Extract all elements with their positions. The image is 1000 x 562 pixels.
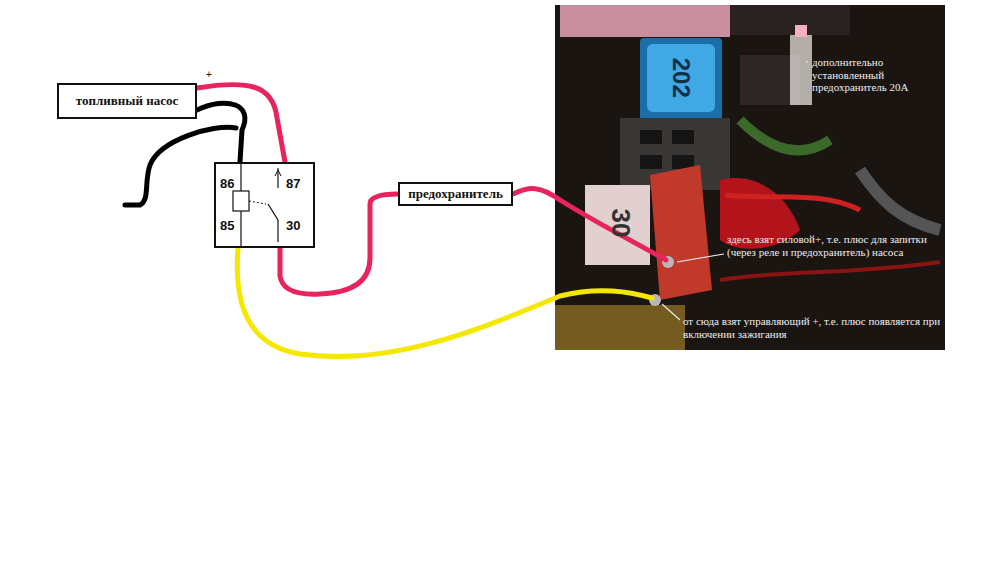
green-wire bbox=[740, 120, 830, 150]
relay-symbol-part bbox=[275, 170, 281, 176]
ground-wire bbox=[197, 103, 245, 162]
pin-label: 85 bbox=[220, 218, 234, 233]
socket-slot bbox=[640, 130, 662, 144]
fuse-box: предохранитель bbox=[398, 182, 513, 206]
pin-label: 30 bbox=[286, 218, 300, 233]
blue-fuse bbox=[640, 38, 722, 120]
yellow-part bbox=[555, 305, 685, 350]
relay-symbol-part bbox=[268, 204, 278, 220]
red-wire bbox=[725, 195, 860, 210]
photo-note: от сюда взят управляющий +, т.е. плюс по… bbox=[683, 315, 941, 340]
relay-top bbox=[560, 5, 730, 37]
relay-30 bbox=[585, 185, 650, 265]
leader-line bbox=[677, 254, 724, 262]
red-strip bbox=[650, 165, 712, 300]
power-wire bbox=[513, 189, 666, 260]
box-label: предохранитель bbox=[408, 186, 503, 202]
red-wire bbox=[720, 262, 940, 280]
relay-symbol-part bbox=[249, 201, 266, 204]
relay-number: 30 bbox=[605, 198, 635, 248]
pin-label: 86 bbox=[220, 176, 234, 191]
photo-note: здесь взят силовой+, т.е. плюс для запит… bbox=[727, 233, 942, 258]
control-wire bbox=[237, 248, 652, 357]
blue-fuse-face bbox=[647, 44, 715, 112]
inline-fuse-cap bbox=[795, 25, 807, 37]
photo-ground bbox=[555, 5, 945, 350]
leader-line bbox=[662, 304, 680, 320]
relay-symbol-part bbox=[277, 220, 278, 242]
pump-box: топливный насос bbox=[57, 83, 197, 119]
photo-note: дополнительно установленный предохраните… bbox=[812, 56, 942, 94]
inline-fuse bbox=[790, 35, 812, 105]
relay-symbol-part bbox=[233, 191, 249, 211]
leader-line bbox=[806, 61, 808, 62]
relay-symbol-part bbox=[240, 211, 241, 246]
power-wire bbox=[197, 84, 285, 162]
pin-label: 87 bbox=[286, 176, 300, 191]
socket bbox=[730, 5, 850, 35]
cable bbox=[860, 170, 940, 230]
fuse-number: 202 bbox=[667, 53, 695, 103]
pin-sign: + bbox=[206, 69, 212, 81]
box-label: топливный насос bbox=[76, 93, 178, 109]
relay-box: 86 87 85 30 bbox=[214, 162, 315, 248]
relay-symbol-part bbox=[240, 164, 241, 191]
socket-slot bbox=[672, 130, 694, 144]
socket-slot bbox=[640, 155, 662, 169]
